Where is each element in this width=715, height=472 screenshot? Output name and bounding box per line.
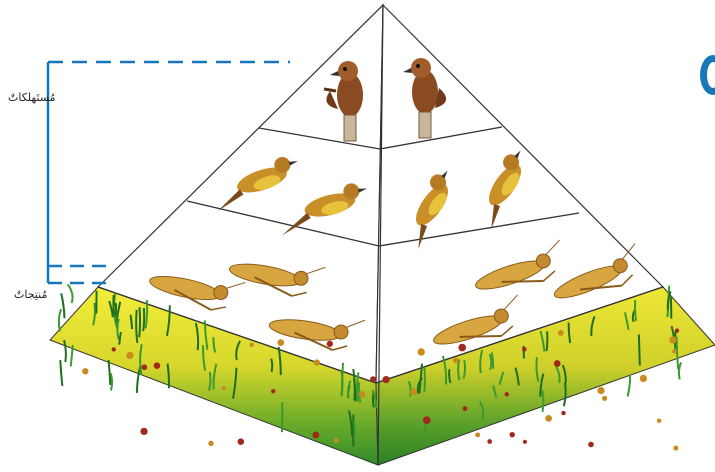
consumers-label: مُستَهلكاتٌ bbox=[8, 91, 56, 104]
producers-label: مُنتِجاتٌ bbox=[14, 288, 47, 301]
pyramid bbox=[50, 5, 715, 465]
